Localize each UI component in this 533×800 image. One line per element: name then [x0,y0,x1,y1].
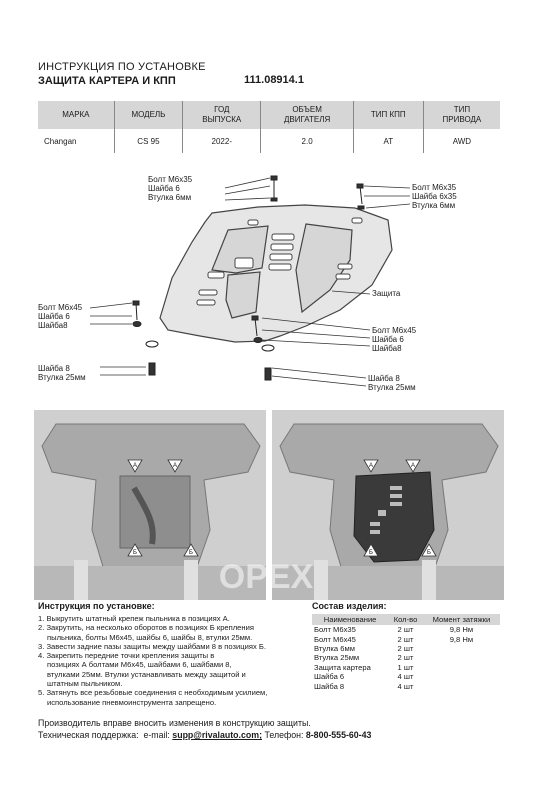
instructions-list: 1. Выкрутить штатный крепеж пыльника в п… [38,614,300,707]
marker-a-2: A [173,463,177,469]
spec-cell-drive: AWD [422,129,500,153]
spec-cell-model: CS 95 [113,129,183,153]
title-line-1: ИНСТРУКЦИЯ ПО УСТАНОВКЕ [38,61,206,73]
position-markers [127,459,437,557]
label-shield: Защита [372,289,401,298]
marker-b-4: Б [427,550,431,556]
leader-lines [89,177,411,387]
composition-header-name: Наименование [312,614,389,625]
instruction-line: втулками 25мм. Втулки устанавливать межд… [47,669,246,679]
marker-b-3: Б [369,550,373,556]
marker-a-4: A [411,463,415,469]
spec-cell-engine: 2.0 [260,129,354,153]
title-line-2: ЗАЩИТА КАРТЕРА И КПП [38,75,176,87]
document-title: ИНСТРУКЦИЯ ПО УСТАНОВКЕ ЗАЩИТА КАРТЕРА И… [38,60,206,88]
phone-label: Телефон: [264,730,304,740]
marker-b-1: Б [133,550,137,556]
photo-after [272,410,504,600]
support-phone[interactable]: 8-800-555-60-43 [305,730,372,740]
composition-table: Наименование Кол-во Момент затяжки Болт … [312,614,500,691]
instruction-line: пыльника, болты М6х45, шайбы 6, шайбы 8,… [47,632,253,642]
underbody-photos: A A A A Б Б Б Б OPEX [34,410,504,600]
instruction-line: использование пневмоинструмента запрещен… [47,697,217,707]
spec-header-model: МОДЕЛЬ [113,101,183,129]
instruction-line: 5. Затянуть все резьбовые соединения с н… [38,688,268,698]
footer-support: Техническая поддержка: e-mail: supp@riva… [38,730,371,740]
email-label: e-mail: [143,730,170,740]
part-number: 111.08914.1 [244,74,304,86]
marker-b-2: Б [189,550,193,556]
composition-title: Состав изделия: [312,601,387,611]
photo-before [34,410,266,600]
spec-header-brand: МАРКА [38,101,115,129]
composition-header-torque: Момент затяжки [422,614,500,625]
skid-plate-slots [196,217,363,306]
spec-cell-year: 2022- [182,129,261,153]
spec-header-gearbox: ТИП КПП [352,101,424,129]
instruction-line: 1. Выкрутить штатный крепеж пыльника в п… [38,614,230,623]
instruction-line: 2. Закрутить, на несколько оборотов в по… [38,623,254,633]
instruction-line: 4. Закрепить передние точки крепления за… [38,651,215,661]
instruction-line: штатным пыльником. [47,679,123,689]
skid-plate-diagram [89,175,411,387]
support-email-link[interactable]: supp@rivalauto.com; [172,730,263,740]
watermark-logo: OPEX [219,558,314,596]
footer-disclaimer: Производитель вправе вносить изменения в… [38,718,311,728]
marker-a-3: A [369,463,373,469]
fasteners [132,175,365,381]
support-label: Техническая поддержка: [38,730,139,740]
skid-plate-drawing [159,204,393,343]
spec-row: Changan CS 95 2022- 2.0 AT AWD [38,129,500,153]
composition-header-qty: Кол-во [388,614,423,625]
instruction-line: 3. Завести задние пазы защиты между шайб… [38,641,266,651]
instructions-title: Инструкция по установке: [38,601,155,611]
instruction-line: позициях А болтами М6х45, шайбами 6, шай… [47,660,232,670]
spec-cell-gearbox: AT [352,129,424,153]
composition-header-row: Наименование Кол-во Момент затяжки [312,614,500,625]
marker-a-1: A [133,463,137,469]
spec-cell-brand: Changan [44,136,77,146]
